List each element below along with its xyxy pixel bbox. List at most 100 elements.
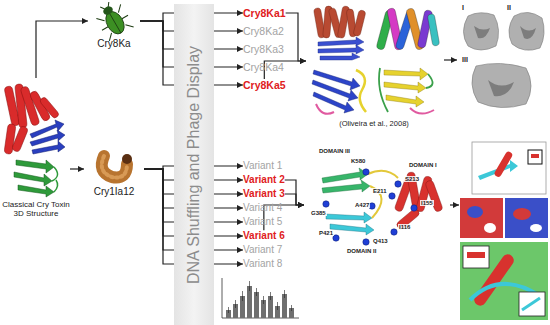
variant-item: Variant 7 — [243, 244, 282, 256]
surface-pictures — [472, 63, 531, 107]
variant-name: Variant 8 — [243, 258, 282, 270]
zoom-pictures — [467, 252, 485, 258]
bar-chart — [249, 281, 250, 291]
zoom-pictures — [493, 150, 513, 178]
cry8ka-structure-panel — [312, 70, 360, 113]
cry-toxin-structure — [30, 120, 65, 154]
cry-toxin-structure — [32, 141, 65, 154]
variant-item: Variant 6 — [243, 230, 285, 242]
beetle-picture — [110, 14, 121, 33]
variant-structure-picture — [322, 168, 443, 245]
toxin-item: Cry8Ka1 — [243, 7, 286, 19]
variant-item: Variant 3 — [243, 188, 285, 200]
cry8ka-structure-panel — [384, 68, 428, 107]
connector-group — [36, 13, 306, 264]
larva-picture — [102, 154, 132, 177]
cry8ka-structure-panel — [384, 82, 426, 93]
surface-pictures — [464, 12, 545, 107]
bar-chart — [222, 278, 223, 318]
beetle-picture — [122, 15, 128, 18]
toxin-name: Cry8Ka5 — [243, 79, 286, 91]
connector-arrow — [70, 168, 84, 169]
beetle-picture — [115, 4, 123, 12]
zoom-pictures — [460, 142, 548, 320]
variant-name: Variant 2 — [243, 174, 285, 186]
zoom-pictures — [472, 142, 546, 194]
variant-structure-picture — [326, 212, 372, 223]
cry-toxin-structure — [14, 172, 52, 186]
cry8ka-structure-panel — [356, 70, 366, 112]
domain-label: DOMAIN III — [318, 148, 351, 154]
variant-structure-picture — [389, 193, 395, 199]
zoom-pictures — [484, 223, 496, 233]
structure-caption: Classical Cry Toxin 3D Structure — [2, 200, 70, 218]
residue-label: I155 — [420, 200, 434, 206]
surface-pictures — [464, 13, 499, 50]
surface-label: III — [461, 56, 469, 63]
zoom-pictures — [522, 298, 540, 310]
beetle-picture — [102, 27, 108, 31]
variant-structure-picture — [395, 181, 401, 187]
structure-node: Classical Cry Toxin 3D Structure — [2, 78, 70, 218]
bar-chart — [226, 286, 294, 318]
cry8ka-structure-panel — [386, 95, 424, 107]
band-title: DNA Shuffling and Phage Display — [185, 45, 203, 283]
surface-pictures — [509, 12, 544, 50]
cry8ka-structure-panel — [410, 108, 434, 114]
toxin-name: Cry8Ka3 — [243, 43, 284, 55]
toxin-name: Cry1Ia12 — [84, 186, 144, 198]
variant-item: Variant 8 — [243, 258, 282, 270]
beetle-picture — [125, 22, 133, 30]
variant-structure-picture — [391, 229, 397, 235]
zoom-pictures — [467, 206, 483, 218]
zoom-pictures — [531, 154, 539, 158]
residue-label: Q413 — [372, 238, 389, 244]
bar-chart — [291, 305, 292, 311]
zoom-pictures — [519, 292, 545, 316]
residue-label: S213 — [404, 176, 420, 182]
surface-pictures — [474, 26, 490, 38]
zoom-pictures — [463, 246, 489, 268]
cry-toxin-structure — [18, 185, 54, 197]
method-band: DNA Shuffling and Phage Display — [174, 4, 214, 325]
zoom-pictures — [460, 242, 548, 320]
toxin-item: Cry8Ka5 — [243, 79, 286, 91]
zoom-pictures — [528, 150, 542, 164]
insect-node: Cry8Ka — [88, 4, 140, 50]
bar-chart — [235, 300, 236, 308]
variant-structure-picture — [363, 239, 369, 245]
variant-name: Variant 6 — [243, 230, 285, 242]
structure-panel: (Oliveira et al., 2008) — [306, 2, 442, 129]
surface-label: I — [461, 4, 465, 11]
bar-chart — [256, 288, 257, 296]
cry-toxin-structure — [39, 96, 60, 119]
zoom-pictures — [460, 198, 503, 238]
variant-structure-picture — [394, 172, 443, 231]
citation: (Oliveira et al., 2008) — [306, 120, 442, 129]
cry8ka-structure-panel — [313, 92, 354, 113]
variant-structure-picture — [368, 171, 398, 218]
toxin-item: Cry8Ka2 — [243, 25, 284, 37]
connector-arrow — [285, 180, 304, 205]
zoom-pictures — [530, 224, 542, 232]
insect-node: Cry1Ia12 — [84, 152, 144, 198]
cry-toxin-structure — [52, 167, 58, 192]
cry-toxin-structure — [16, 160, 54, 173]
variant-item: Variant 1 — [243, 160, 282, 172]
variant-structure-picture — [323, 201, 329, 207]
variant-structure-picture — [425, 180, 443, 213]
surface-pictures — [488, 80, 514, 96]
beetle-picture — [106, 2, 111, 7]
cry8ka-structure-panel — [384, 68, 428, 80]
variant-name: Variant 7 — [243, 244, 282, 256]
bar-chart — [242, 291, 243, 301]
cry8ka-structure-panel — [427, 14, 439, 47]
variant-structure-picture — [411, 205, 417, 211]
flow-arrow — [444, 59, 457, 60]
domain-label: DOMAIN II — [346, 248, 377, 254]
variant-structure-picture — [322, 180, 370, 193]
variant-name: Variant 4 — [243, 202, 282, 214]
variant-structure-picture — [330, 224, 374, 235]
